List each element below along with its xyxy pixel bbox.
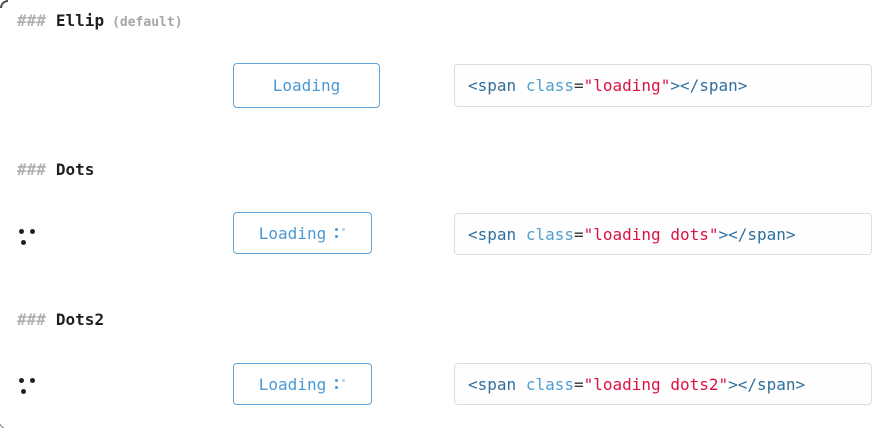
section-title: Dots2 — [55, 310, 105, 329]
loading-ellip-demo — [17, 75, 39, 97]
loading-button-dots[interactable]: Loading — [233, 212, 372, 254]
loading-button-dots2[interactable]: Loading — [233, 363, 372, 405]
section-title: Dots — [55, 160, 95, 179]
code-snippet: <span class="loading"></span> — [468, 76, 747, 95]
demo-dot-icon — [30, 378, 35, 383]
code-attr-name: class — [525, 224, 574, 244]
demo-dot-icon — [30, 229, 35, 234]
code-attr-value: "loading" — [583, 76, 671, 95]
markdown-hashes: ### — [17, 310, 46, 329]
code-tag-close: ></span> — [718, 224, 796, 244]
window-corner-top-left — [0, 0, 8, 8]
code-tag-close: ></span> — [728, 374, 806, 394]
loading-dots-demo — [17, 227, 39, 249]
window-corner-bottom-left — [0, 424, 4, 428]
button-loading-dots-icon — [335, 378, 346, 390]
demo-dot-icon — [19, 229, 24, 234]
section-title: Ellip — [55, 11, 105, 30]
section-title-suffix: (default) — [112, 15, 183, 30]
code-tag-close: ></span> — [670, 76, 748, 95]
code-attr-value: "loading dots2" — [583, 374, 729, 394]
markdown-hashes: ### — [17, 11, 46, 30]
loading-button-label: Loading — [258, 374, 327, 394]
code-attr-name: class — [525, 76, 574, 95]
button-loading-dots-icon — [335, 227, 346, 239]
code-snippet: <span class="loading dots2"></span> — [468, 375, 805, 394]
code-attr-value: "loading dots" — [583, 224, 719, 244]
code-block-ellip: <span class="loading"></span> — [454, 64, 872, 107]
code-block-dots2: <span class="loading dots2"></span> — [454, 363, 872, 405]
demo-dot-icon — [19, 378, 24, 383]
code-equals: = — [573, 76, 584, 95]
code-attr-name: class — [525, 374, 574, 394]
code-block-dots: <span class="loading dots"></span> — [454, 213, 872, 255]
code-equals: = — [573, 374, 584, 394]
code-tag-open: <span — [468, 76, 517, 95]
loading-dots2-demo — [17, 376, 39, 398]
code-tag-open: <span — [468, 224, 517, 244]
loading-button-label: Loading — [272, 76, 341, 95]
section-heading-ellip: ### Ellip (default) — [17, 11, 183, 33]
code-snippet: <span class="loading dots"></span> — [468, 225, 796, 244]
markdown-hashes: ### — [17, 160, 46, 179]
loading-button-label: Loading — [258, 223, 327, 243]
code-tag-open: <span — [468, 374, 517, 394]
section-heading-dots2: ### Dots2 — [17, 310, 104, 330]
code-equals: = — [573, 224, 584, 244]
demo-dot-icon — [21, 240, 26, 245]
demo-dot-icon — [21, 389, 26, 394]
section-heading-dots: ### Dots — [17, 160, 94, 180]
loading-button-ellip[interactable]: Loading — [233, 63, 380, 108]
